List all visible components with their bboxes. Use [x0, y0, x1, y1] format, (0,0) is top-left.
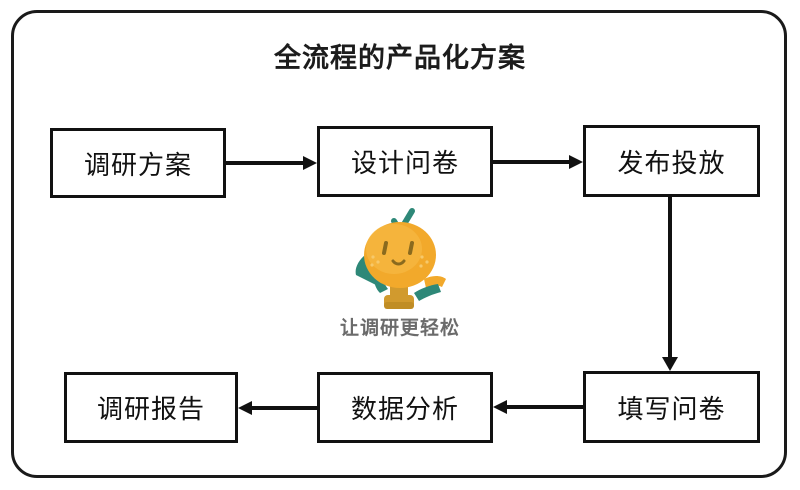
face-icon — [370, 241, 429, 268]
flow-node-publish-distribute[interactable]: 发布投放 — [583, 125, 760, 197]
flow-node-data-analysis[interactable]: 数据分析 — [317, 372, 493, 443]
flow-node-design-questionnaire[interactable]: 设计问卷 — [317, 126, 493, 197]
flow-node-fill-questionnaire[interactable]: 填写问卷 — [583, 371, 760, 443]
orange-mascot-icon — [355, 208, 446, 309]
arm-icon — [414, 276, 446, 301]
page-title: 全流程的产品化方案 — [274, 43, 526, 73]
flow-node-research-plan[interactable]: 调研方案 — [50, 128, 226, 198]
mascot-tagline: 让调研更轻松 — [339, 318, 460, 339]
body-icon — [364, 222, 436, 288]
flow-node-research-report[interactable]: 调研报告 — [64, 372, 238, 443]
mascot-block: 让调研更轻松 — [296, 205, 504, 353]
outer-frame — [11, 10, 787, 478]
